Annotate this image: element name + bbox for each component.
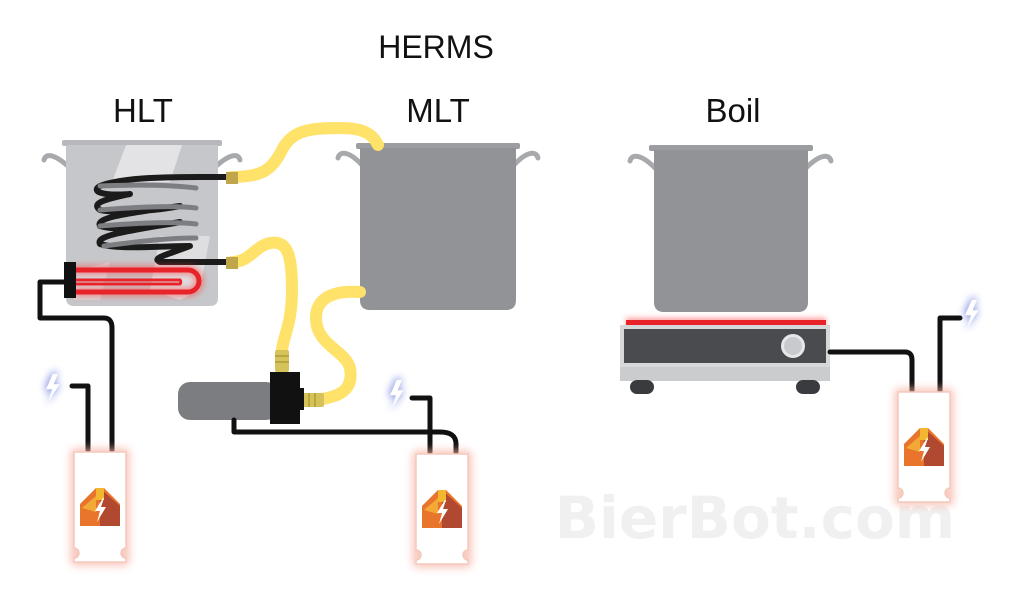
bierbot-controller-hlt	[70, 448, 130, 566]
hlt-to-mlt-hose	[226, 122, 384, 183]
boil-power-cable	[937, 315, 963, 395]
bierbot-controller-boil	[894, 388, 954, 506]
boil-kettle	[627, 145, 834, 312]
boil-label: Boil	[705, 92, 760, 129]
lightning-bolt-icon	[44, 372, 60, 404]
pump-icon	[178, 372, 304, 424]
herms-coil	[93, 174, 241, 265]
hoses	[226, 122, 384, 406]
cables	[37, 279, 963, 455]
bierbot-logo-icon	[70, 448, 130, 566]
bierbot-logo-icon	[894, 388, 954, 506]
lightning-bolt-icon	[388, 378, 404, 410]
mlt-vessel	[335, 143, 541, 310]
hlt-power-cable	[69, 383, 91, 453]
mlt-power-cable	[409, 395, 433, 455]
pump-cable	[231, 417, 459, 455]
watermark-text: BierBot.com	[555, 484, 956, 552]
hlt-to-pump-hose	[226, 236, 298, 364]
mlt-to-pump-hose	[306, 285, 366, 406]
boil-cooktop-cable	[827, 349, 915, 395]
lightning-bolt-icon	[963, 298, 979, 330]
diagram-title: HERMS	[378, 29, 494, 65]
hose-fittings	[226, 172, 324, 407]
mlt-label: MLT	[406, 92, 470, 129]
induction-cooktop-icon	[620, 318, 830, 394]
bierbot-controller-mlt	[412, 450, 472, 568]
hlt-label: HLT	[113, 92, 173, 129]
heating-coil-icon	[64, 262, 204, 298]
bierbot-logo-icon	[412, 450, 472, 568]
hlt-element-cable	[37, 279, 115, 453]
